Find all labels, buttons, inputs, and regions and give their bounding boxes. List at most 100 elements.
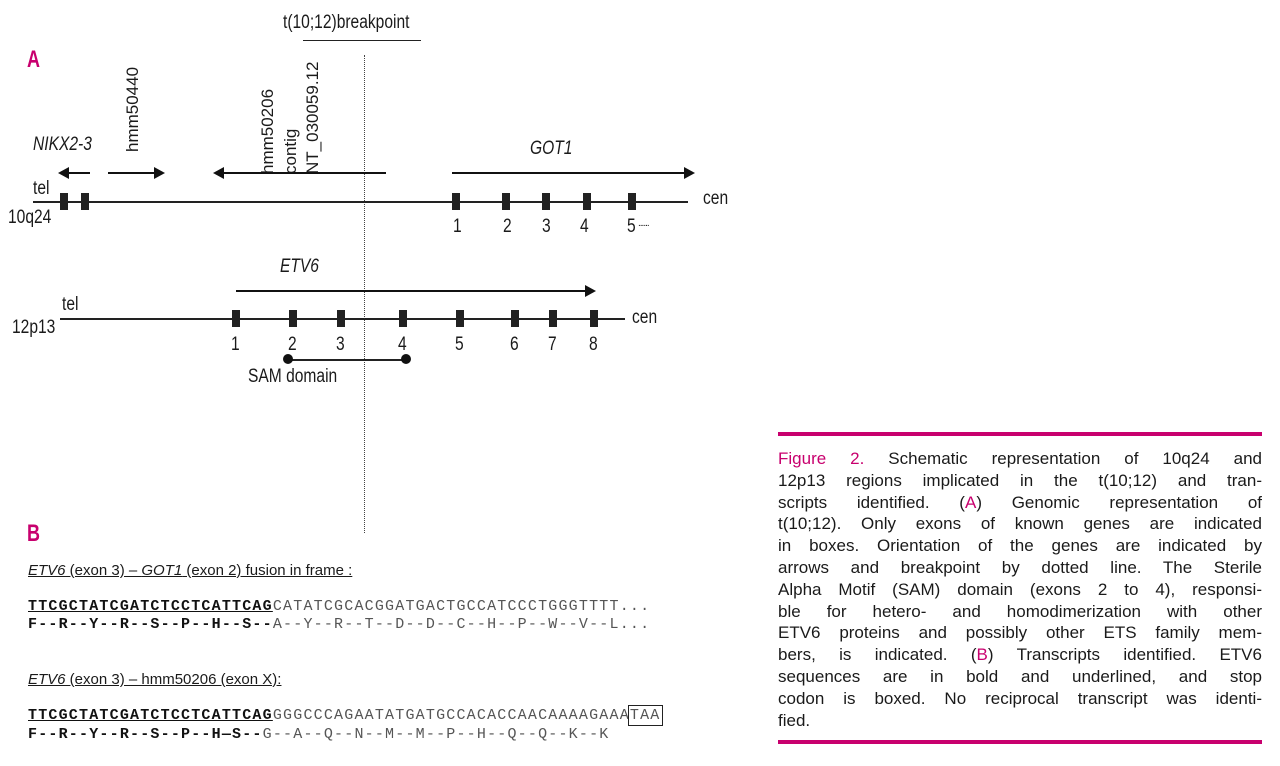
- panel-b-label: B: [27, 520, 41, 547]
- hmm50206-arrow: [213, 167, 386, 179]
- etv6-exon: [456, 310, 464, 327]
- etv6-sequence: TTCGCTATCGATCTCCTCATTCAG: [28, 598, 273, 615]
- caption-text: sequences are in bold and underlined, an…: [778, 666, 1262, 686]
- etv6-exon-number: 8: [589, 334, 598, 355]
- caption-text: bers, is indicated. (: [778, 645, 977, 665]
- transcript1-aminoacids: F--R--Y--R--S--P--H--S--A--Y--R--T--D--D…: [28, 616, 650, 633]
- got1-arrow: [452, 167, 695, 179]
- transcript1-title: ETV6 (exon 3) – GOT1 (exon 2) fusion in …: [28, 562, 352, 579]
- etv6-exon-number: 2: [288, 334, 297, 355]
- caption-line: Figure 2. Schematic representation of 10…: [778, 448, 1262, 470]
- sam-domain-bar: [288, 359, 406, 361]
- chr10-name: 10q24: [8, 207, 52, 228]
- title-text: (exon 3) –: [65, 562, 142, 579]
- caption-bottom-rule: [778, 740, 1262, 744]
- chr10-line: [33, 201, 688, 203]
- caption-line: Alpha Motif (SAM) domain (exons 2 to 4),…: [778, 579, 1262, 601]
- caption-highlight: Figure 2.: [778, 449, 865, 468]
- got1-continuation: ......: [638, 218, 650, 229]
- caption-text: in boxes. Orientation of the genes are i…: [778, 536, 1262, 556]
- nkx-exon: [60, 193, 68, 210]
- sam-end-dot: [401, 354, 411, 364]
- transcript1-nucleotides: TTCGCTATCGATCTCCTCATTCAGCATATCGCACGGATGA…: [28, 598, 650, 615]
- etv6-label: ETV6: [280, 256, 319, 277]
- transcript2-title: ETV6 (exon 3) – hmm50206 (exon X):: [28, 671, 281, 688]
- hmm50206-label: hmm50206: [258, 88, 277, 174]
- contig-label: contig: [281, 128, 300, 174]
- caption-text: ) Genomic representation of: [976, 492, 1263, 512]
- got1-exon: [542, 193, 550, 210]
- etv6-exon-number: 5: [455, 334, 464, 355]
- caption-text: codon is boxed. No reciprocal transcript…: [778, 688, 1262, 708]
- breakpoint-dotted-line: [364, 55, 365, 533]
- got1-exon: [628, 193, 636, 210]
- etv6-exon: [590, 310, 598, 327]
- hmm50440-arrow: [108, 167, 165, 179]
- chr12-tel-label: tel: [62, 294, 79, 315]
- partner-protein: G--A--Q--N--M--M--P--H--Q--Q--K--K: [262, 726, 610, 743]
- partner-sequence: GGGCCCAGAATATGATGCCACACCAACAAAAGAAA: [272, 707, 630, 724]
- transcript2-aminoacids: F--R--Y--R--S--P--H—S--G--A--Q--N--M--M-…: [28, 726, 610, 743]
- chr12-cen-label: cen: [632, 307, 658, 328]
- nkx-exon: [81, 193, 89, 210]
- caption-line: bers, is indicated. (B) Transcripts iden…: [778, 644, 1262, 666]
- caption-line: sequences are in bold and underlined, an…: [778, 666, 1262, 688]
- got1-exon: [583, 193, 591, 210]
- caption-line: arrows and breakpoint by dotted line. Th…: [778, 557, 1262, 579]
- etv6-exon: [337, 310, 345, 327]
- etv6-exon: [289, 310, 297, 327]
- caption-text: Alpha Motif (SAM) domain (exons 2 to 4),…: [778, 579, 1262, 599]
- nkx2-3-label: NIKX2-3: [33, 134, 92, 155]
- title-text: (exon 2) fusion in frame :: [182, 562, 353, 579]
- hmm50440-label: hmm50440: [123, 66, 142, 152]
- caption-highlight: B: [976, 645, 988, 665]
- transcript2-nucleotides: TTCGCTATCGATCTCCTCATTCAGGGGCCCAGAATATGAT…: [28, 705, 663, 726]
- etv6-exon-number: 7: [548, 334, 557, 355]
- sam-domain-label: SAM domain: [248, 366, 338, 387]
- got1-exon-number: 1: [453, 216, 462, 237]
- etv6-sequence: TTCGCTATCGATCTCCTCATTCAG: [28, 707, 273, 724]
- etv6-exon: [399, 310, 407, 327]
- etv6-exon: [232, 310, 240, 327]
- caption-line: scripts identified. (A) Genomic represen…: [778, 492, 1262, 514]
- caption-line: t(10;12). Only exons of known genes are …: [778, 513, 1262, 535]
- gene-name: ETV6: [28, 671, 66, 688]
- etv6-exon: [511, 310, 519, 327]
- caption-text: 12p13 regions implicated in the t(10;12)…: [778, 470, 1262, 490]
- breakpoint-label: t(10;12)breakpoint: [283, 12, 410, 33]
- caption-line: in boxes. Orientation of the genes are i…: [778, 535, 1262, 557]
- caption-highlight: A: [964, 492, 977, 512]
- caption-text: ) Transcripts identified. ETV6: [987, 645, 1262, 665]
- etv6-exon-number: 6: [510, 334, 519, 355]
- caption-text: Schematic representation of 10q24 and: [864, 449, 1262, 468]
- caption-line: codon is boxed. No reciprocal transcript…: [778, 688, 1262, 710]
- etv6-arrow: [236, 285, 596, 297]
- caption-line: ETV6 proteins and possibly other ETS fam…: [778, 622, 1262, 644]
- got1-exon-number: 5: [627, 216, 636, 237]
- nkx2-3-arrow: [58, 167, 90, 179]
- caption-text: ble for hetero- and homodimerization wit…: [778, 601, 1262, 621]
- caption-text: ETV6 proteins and possibly other ETS fam…: [778, 623, 1262, 643]
- caption-text: fied.: [778, 710, 811, 730]
- got1-exon: [502, 193, 510, 210]
- etv6-exon-number: 1: [231, 334, 240, 355]
- gene-name: GOT1: [141, 562, 183, 579]
- caption-text: t(10;12). Only exons of known genes are …: [778, 514, 1262, 534]
- caption-line: 12p13 regions implicated in the t(10;12)…: [778, 470, 1262, 492]
- gene-name: ETV6: [28, 562, 66, 579]
- partner-sequence: CATATCGCACGGATGACTGCCATCCCTGGGTTTT...: [272, 598, 651, 615]
- caption-text: arrows and breakpoint by dotted line. Th…: [778, 557, 1262, 577]
- chr12-name: 12p13: [12, 317, 56, 338]
- got1-exon-number: 2: [503, 216, 512, 237]
- got1-exon: [452, 193, 460, 210]
- etv6-exon-number: 3: [336, 334, 345, 355]
- etv6-exon-number: 4: [398, 334, 407, 355]
- caption-text: scripts identified. (: [778, 492, 965, 512]
- chr10-cen-label: cen: [703, 188, 729, 209]
- partner-protein: A--Y--R--T--D--D--C--H--P--W--V--L...: [272, 616, 651, 633]
- got1-label: GOT1: [530, 138, 573, 159]
- caption-top-rule: [778, 432, 1262, 436]
- figure-caption: Figure 2. Schematic representation of 10…: [778, 448, 1262, 731]
- got1-exon-number: 3: [542, 216, 551, 237]
- chr10-tel-label: tel: [33, 178, 50, 199]
